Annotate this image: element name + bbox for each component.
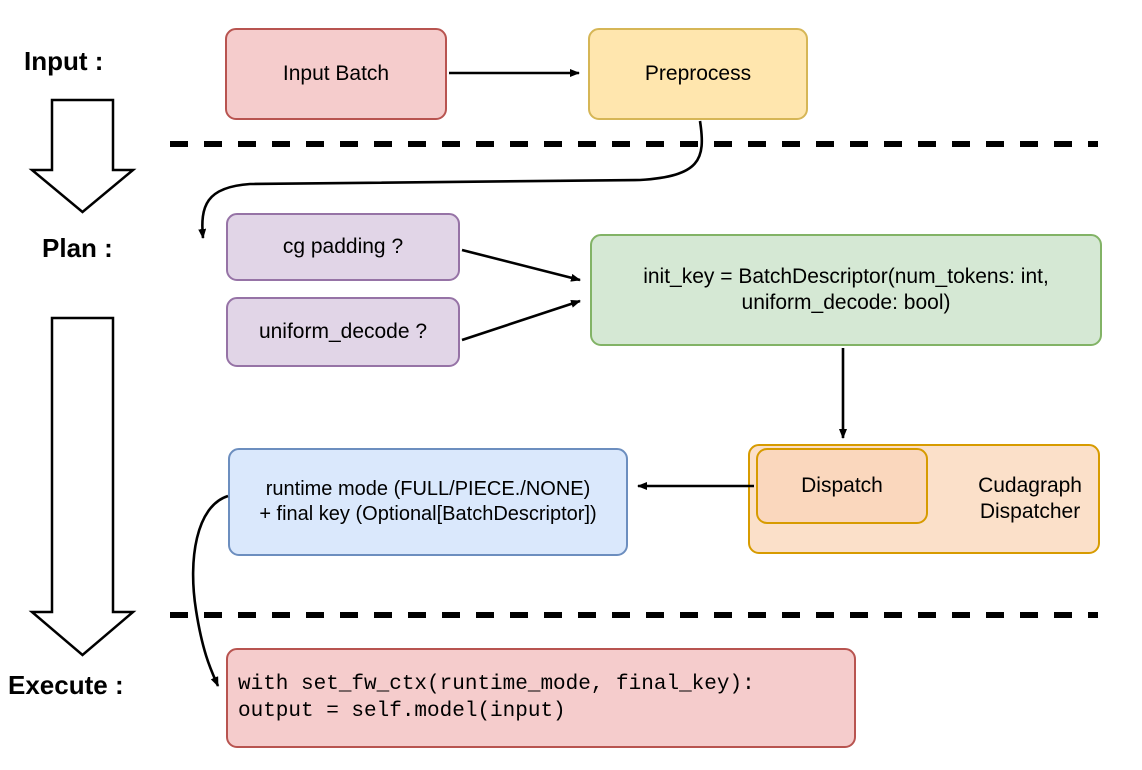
node-dispatch-label: Dispatch [801,473,883,497]
node-uniform-decode-label: uniform_decode ? [258,319,428,343]
stage-label-execute: Execute : [8,670,124,700]
plan-to-execute-arrow [28,316,137,657]
node-dispatch[interactable]: Dispatch [756,448,928,524]
node-uniform-decode[interactable]: uniform_decode ? [226,297,460,367]
node-cudagraph-dispatcher-label: Cudagraph Dispatcher [978,473,1082,523]
arrow-runtime-mode-to-execute [191,494,229,687]
node-cg-padding-label: cg padding ? [282,234,404,258]
node-input-batch-label: Input Batch [282,61,390,85]
node-init-key-label: init_key = BatchDescriptor(num_tokens: i… [643,264,1049,314]
node-runtime-mode[interactable]: runtime mode (FULL/PIECE./NONE) + final … [228,448,628,556]
input-to-plan-arrow [28,98,137,214]
node-cg-padding[interactable]: cg padding ? [226,213,460,281]
node-preprocess-label: Preprocess [644,61,752,85]
node-init-key[interactable]: init_key = BatchDescriptor(num_tokens: i… [590,234,1102,346]
node-runtime-mode-label: runtime mode (FULL/PIECE./NONE) + final … [259,478,597,525]
node-execute-code[interactable]: with set_fw_ctx(runtime_mode, final_key)… [226,648,856,748]
node-execute-code-label: with set_fw_ctx(runtime_mode, final_key)… [238,672,755,723]
node-preprocess[interactable]: Preprocess [588,28,808,120]
stage-label-plan: Plan : [42,233,113,263]
stage-label-input: Input : [24,46,104,76]
arrow-uniform-decode-to-init-key [461,299,581,342]
node-input-batch[interactable]: Input Batch [225,28,447,120]
arrow-cg-padding-to-init-key [461,248,581,282]
